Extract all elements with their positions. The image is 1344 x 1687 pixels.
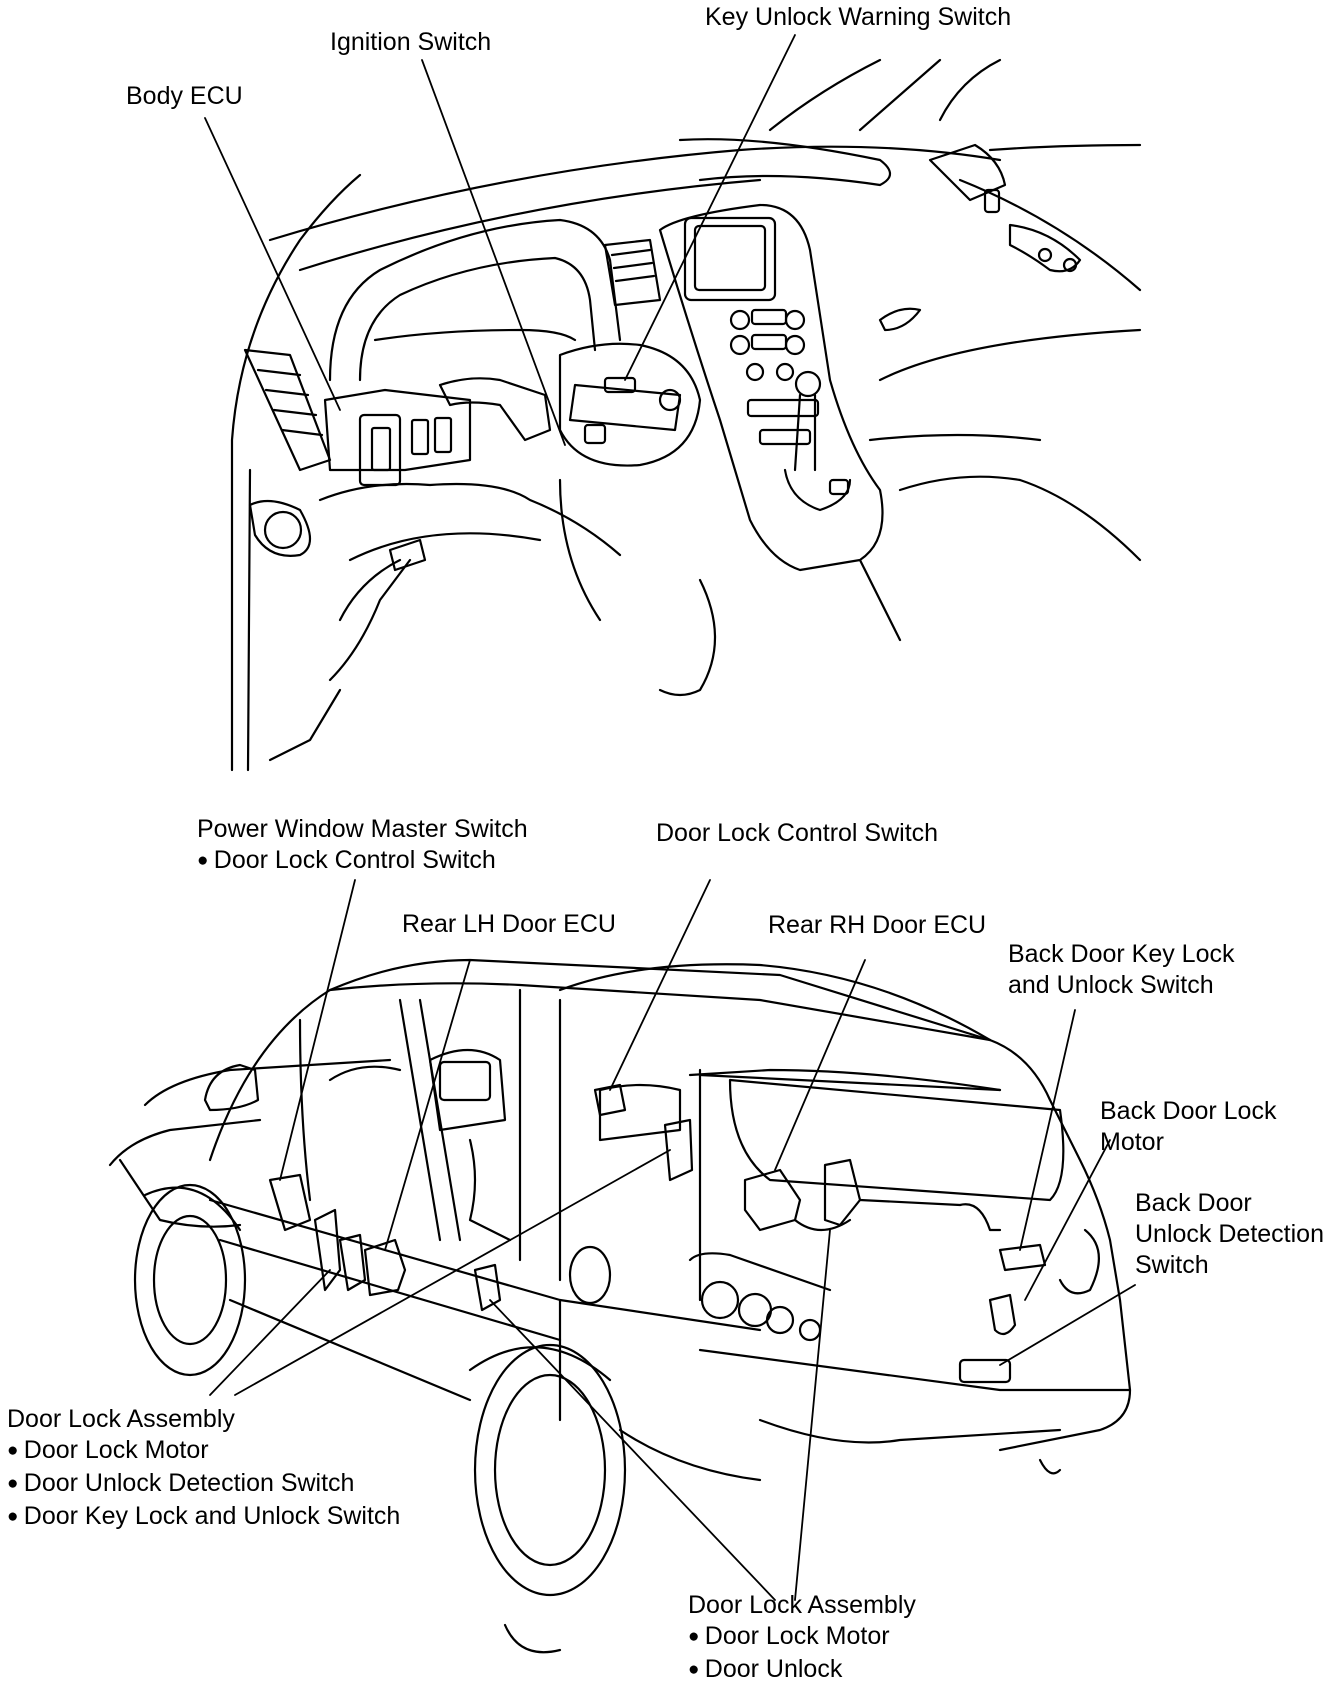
label-back-door-unlock-detection: Back Door Unlock Detection Switch	[1135, 1188, 1324, 1281]
label-back-door-lock-motor-line1: Back Door Lock	[1100, 1097, 1277, 1125]
leader-lines	[204, 34, 1136, 1601]
label-front-door-lock-assembly-item: Door Unlock Detection Switch	[7, 1468, 400, 1501]
label-power-window-master-switch-title: Power Window Master Switch	[197, 815, 528, 843]
label-rear-door-lock-assembly-item: Door Lock Motor	[688, 1621, 916, 1654]
label-rear-rh-door-ecu: Rear RH Door ECU	[768, 911, 987, 939]
vehicle-illustration	[108, 958, 1132, 1654]
label-rear-door-lock-assembly-item: Door Unlock	[688, 1654, 916, 1687]
label-body-ecu: Body ECU	[126, 82, 243, 110]
label-rear-door-lock-assembly: Door Lock Assembly Door Lock Motor Door …	[688, 1590, 916, 1687]
label-back-door-key-lock-line2: and Unlock Switch	[1008, 971, 1214, 999]
label-front-door-lock-assembly-item: Door Key Lock and Unlock Switch	[7, 1501, 401, 1534]
label-back-door-key-lock-line1: Back Door Key Lock	[1008, 940, 1235, 968]
label-back-door-unlock-detection-line1: Back Door	[1135, 1189, 1252, 1217]
label-front-door-lock-assembly: Door Lock Assembly Door Lock Motor Door …	[7, 1404, 400, 1534]
label-back-door-lock-motor-line2: Motor	[1100, 1128, 1164, 1156]
label-front-door-lock-assembly-title: Door Lock Assembly	[7, 1405, 235, 1433]
label-power-window-master-switch: Power Window Master Switch Door Lock Con…	[197, 814, 528, 878]
label-back-door-unlock-detection-line2: Unlock Detection	[1135, 1220, 1324, 1248]
label-power-window-master-switch-item: Door Lock Control Switch	[197, 845, 528, 878]
label-door-lock-control-switch: Door Lock Control Switch	[656, 819, 939, 847]
label-rear-lh-door-ecu: Rear LH Door ECU	[402, 910, 616, 938]
dashboard-illustration	[230, 58, 1142, 772]
label-back-door-key-lock: Back Door Key Lock and Unlock Switch	[1008, 939, 1235, 1001]
label-key-unlock-warning-switch: Key Unlock Warning Switch	[705, 3, 1012, 31]
label-back-door-lock-motor: Back Door Lock Motor	[1100, 1096, 1276, 1158]
label-rear-door-lock-assembly-title: Door Lock Assembly	[688, 1591, 916, 1619]
label-ignition-switch: Ignition Switch	[330, 28, 492, 56]
label-back-door-unlock-detection-line3: Switch	[1135, 1251, 1209, 1279]
label-front-door-lock-assembly-item: Door Lock Motor	[7, 1435, 400, 1468]
